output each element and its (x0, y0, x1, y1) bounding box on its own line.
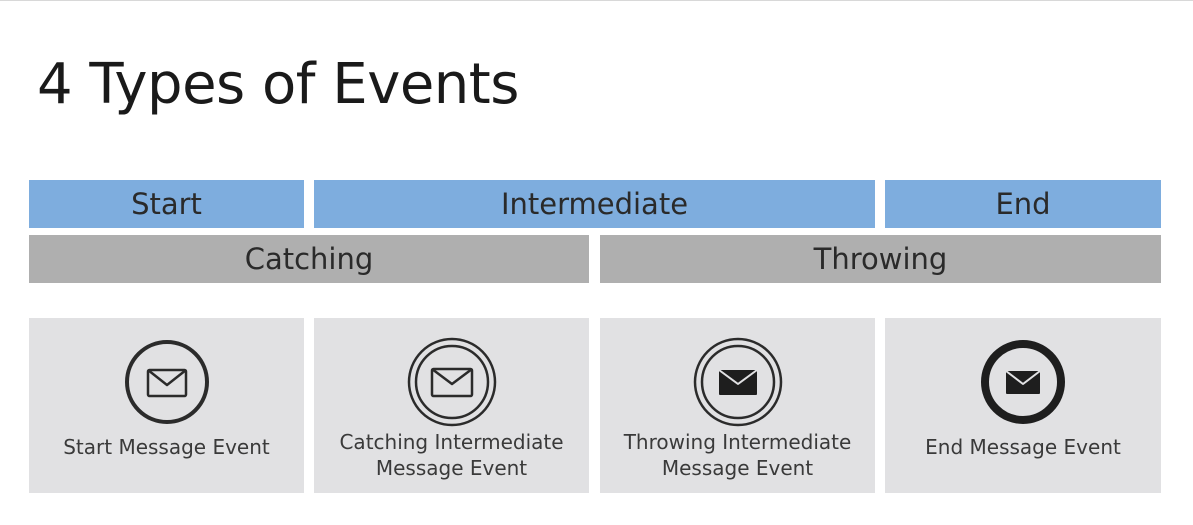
event-label: End Message Event (885, 434, 1161, 460)
category-start-label: Start (131, 187, 202, 221)
page-title: 4 Types of Events (37, 51, 519, 117)
event-label: Start Message Event (29, 434, 304, 460)
category-start: Start (29, 180, 304, 228)
event-card-catching-intermediate: Catching Intermediate Message Event (314, 318, 589, 493)
category-intermediate: Intermediate (314, 180, 875, 228)
event-card-end: End Message Event (885, 318, 1161, 493)
event-label-line: Start Message Event (63, 435, 270, 459)
event-label: Throwing Intermediate Message Event (600, 429, 875, 481)
behavior-throwing: Throwing (600, 235, 1161, 283)
event-card-throwing-intermediate: Throwing Intermediate Message Event (600, 318, 875, 493)
top-divider (0, 0, 1193, 1)
category-end: End (885, 180, 1161, 228)
envelope-filled-thick-circle-icon (981, 340, 1065, 424)
behavior-throwing-label: Throwing (813, 242, 948, 276)
event-label: Catching Intermediate Message Event (314, 429, 589, 481)
category-end-label: End (995, 187, 1051, 221)
category-intermediate-label: Intermediate (500, 187, 689, 221)
event-label-line: End Message Event (925, 435, 1121, 459)
behavior-catching-label: Catching (244, 242, 374, 276)
event-label-line: Catching Intermediate (339, 430, 564, 454)
envelope-outline-double-circle-icon (407, 337, 496, 427)
event-label-line: Message Event (375, 456, 528, 480)
event-label-line: Message Event (661, 456, 814, 480)
envelope-outline-single-circle-icon (124, 340, 209, 424)
behavior-catching: Catching (29, 235, 589, 283)
envelope-filled-double-circle-icon (693, 337, 782, 427)
event-card-start: Start Message Event (29, 318, 304, 493)
event-label-line: Throwing Intermediate (623, 430, 852, 454)
